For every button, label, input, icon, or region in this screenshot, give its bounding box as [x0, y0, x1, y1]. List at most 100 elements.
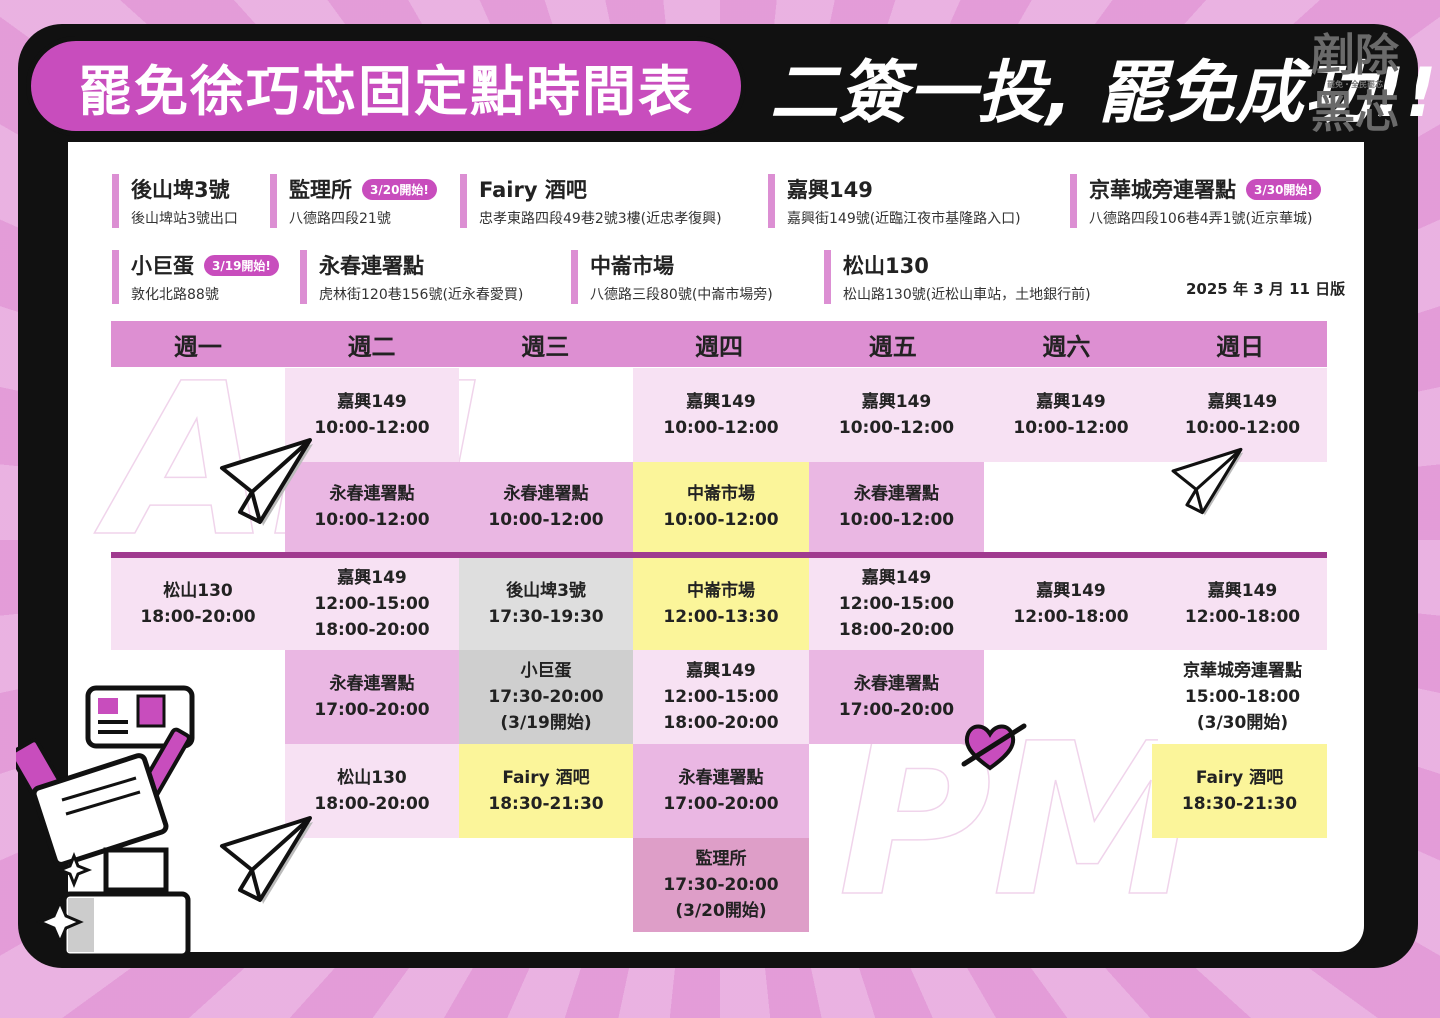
schedule-slot: 松山130 18:00-20:00: [111, 558, 285, 650]
slot-location: 京華城旁連署點: [1183, 661, 1302, 681]
schedule-slot: 永春連署點 10:00-12:00: [285, 462, 459, 552]
slot-time: (3/20開始): [675, 901, 767, 921]
paper-plane-icon: [1171, 447, 1244, 516]
weekday-header: 週五: [868, 332, 917, 361]
slot-time: 10:00-12:00: [663, 510, 779, 530]
weekday-header: 週六: [1042, 332, 1091, 361]
slot-time: 10:00-12:00: [314, 510, 430, 530]
ballot-box-icon: [16, 685, 195, 959]
schedule-slot: 嘉興149 12:00-18:00: [984, 558, 1158, 650]
schedule-slot: 小巨蛋 17:30-20:00 (3/19開始): [459, 650, 633, 744]
location-item: 永春連署點 虎林街120巷156號(近永春愛買): [300, 250, 523, 304]
stamp-logo: 剷除 罷免‧全民罷芯 黑芯: [1311, 29, 1399, 138]
paper-plane-icon: [220, 816, 313, 904]
schedule-slot: 中崙市場 12:00-13:30: [633, 558, 809, 650]
schedule-slot: 京華城旁連署點 15:00-18:00 (3/30開始): [1158, 650, 1327, 744]
slot-location: 嘉興149: [1036, 581, 1106, 601]
schedule-slot: 嘉興149 12:00-15:00 18:00-20:00: [285, 558, 459, 650]
slot-time: 18:30-21:30: [488, 794, 604, 814]
slot-location: 後山埤3號: [506, 581, 586, 601]
slot-time: 18:00-20:00: [314, 620, 430, 640]
slot-location: 嘉興149: [1207, 392, 1278, 412]
slot-location: 嘉興149: [861, 392, 932, 412]
slot-location: 嘉興149: [337, 568, 407, 588]
schedule-slot: Fairy 酒吧 18:30-21:30: [459, 744, 633, 838]
slot-location: 小巨蛋: [520, 661, 572, 681]
slot-location: 永春連署點: [854, 674, 939, 694]
slot-location: Fairy 酒吧: [1195, 768, 1284, 788]
slot-location: 嘉興149: [861, 568, 932, 588]
slot-time: 10:00-12:00: [838, 418, 955, 438]
slot-location: 嘉興149: [1207, 581, 1278, 601]
slot-location: 永春連署點: [503, 484, 589, 504]
slot-location: 嘉興149: [686, 661, 756, 681]
location-item: 後山埤3號 後山埤站3號出口: [112, 174, 238, 228]
slot-time: 18:00-20:00: [314, 794, 430, 814]
schedule-slot: 嘉興149 10:00-12:00: [1158, 368, 1327, 462]
slot-location: 中崙市場: [687, 581, 755, 601]
slot-time: 12:00-18:00: [1013, 607, 1129, 627]
weekday-header: 週四: [694, 332, 743, 361]
slot-location: 監理所: [695, 849, 747, 869]
schedule-slot: 永春連署點 17:00-20:00: [285, 650, 459, 744]
slot-time: 17:00-20:00: [314, 700, 430, 720]
slot-time: 10:00-12:00: [663, 418, 779, 438]
slot-location: 永春連署點: [678, 768, 764, 788]
slot-location: 永春連署點: [854, 484, 939, 504]
slot-location: 松山130: [337, 768, 407, 788]
slot-time: 12:00-15:00: [314, 594, 430, 614]
slot-time: (3/30開始): [1196, 713, 1289, 733]
slot-time: 15:00-18:00: [1184, 687, 1301, 707]
title-banner: 罷免徐巧芯固定點時間表: [26, 36, 746, 136]
slot-time: (3/19開始): [500, 713, 592, 733]
slot-location: 中崙市場: [687, 484, 755, 504]
slot-time: 10:00-12:00: [838, 510, 955, 530]
schedule-slot: 永春連署點 10:00-12:00: [809, 462, 984, 552]
slot-time: 10:00-12:00: [488, 510, 604, 530]
schedule-slot: 嘉興149 10:00-12:00: [809, 368, 984, 462]
slot-time: 10:00-12:00: [1184, 418, 1301, 438]
slot-time: 12:00-13:30: [663, 607, 779, 627]
slot-time: 12:00-18:00: [1184, 607, 1301, 627]
location-item: 嘉興149 嘉興街149號(近臨江夜市基隆路入口): [768, 174, 1021, 228]
schedule-slot: 嘉興149 12:00-15:00 18:00-20:00: [633, 650, 809, 744]
am-pm-divider: [111, 552, 1327, 558]
slot-time: 12:00-15:00: [838, 594, 955, 614]
slot-time: 18:00-20:00: [140, 607, 256, 627]
location-item: Fairy 酒吧 忠孝東路四段49巷2號3樓(近忠孝復興): [460, 174, 722, 228]
slot-time: 10:00-12:00: [1013, 418, 1129, 438]
page-title: 罷免徐巧芯固定點時間表: [78, 59, 694, 123]
slot-location: 嘉興149: [1036, 392, 1106, 412]
slot-location: 永春連署點: [329, 674, 415, 694]
slogan: 二簽一投, 罷免成功!!: [770, 53, 1438, 133]
slot-time: 18:00-20:00: [663, 713, 779, 733]
schedule-slot: 中崙市場 10:00-12:00: [633, 462, 809, 552]
weekday-header: 週三: [521, 332, 570, 361]
slot-location: 嘉興149: [686, 392, 756, 412]
status-badge: 3/20開始!: [362, 178, 437, 200]
schedule-slot: 嘉興149 10:00-12:00: [984, 368, 1158, 462]
slot-location: 松山130: [163, 581, 233, 601]
version-date: 2025 年 3 月 11 日版: [1186, 280, 1346, 298]
schedule-slot: 永春連署點 10:00-12:00: [459, 462, 633, 552]
schedule-slot: 松山130 18:00-20:00: [285, 744, 459, 838]
schedule-slot: 嘉興149 10:00-12:00: [633, 368, 809, 462]
location-item: 中崙市場 八德路三段80號(中崙市場旁): [571, 250, 773, 304]
slot-time: 12:00-15:00: [663, 687, 779, 707]
slot-location: 嘉興149: [337, 392, 407, 412]
slot-location: Fairy 酒吧: [502, 768, 590, 788]
slot-time: 17:30-19:30: [488, 607, 604, 627]
slot-time: 17:30-20:00: [488, 687, 604, 707]
status-badge: 3/30開始!: [1246, 178, 1321, 200]
status-badge: 3/19開始!: [204, 254, 279, 276]
slot-location: 永春連署點: [329, 484, 415, 504]
